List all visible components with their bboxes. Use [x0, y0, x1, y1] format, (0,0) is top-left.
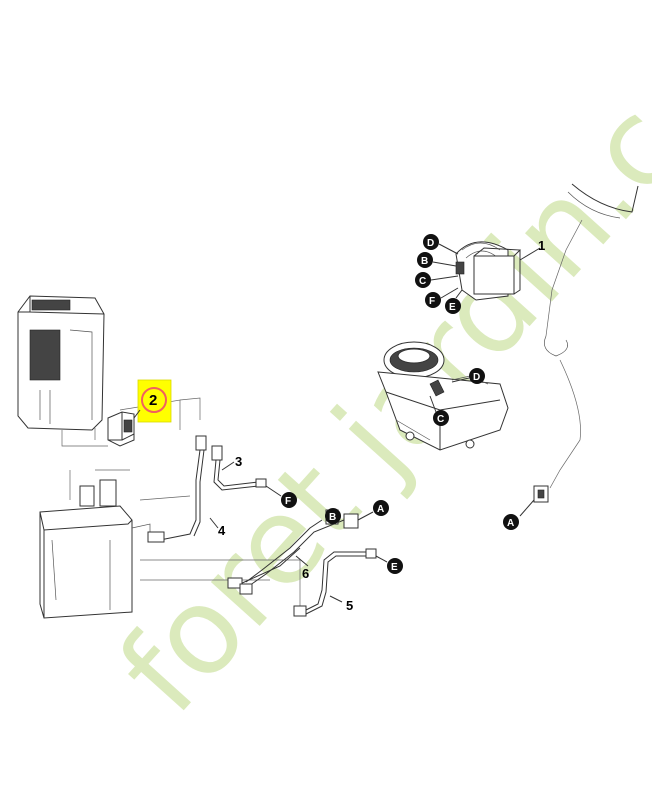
svg-text:B: B [329, 512, 336, 523]
svg-text:A: A [377, 504, 384, 515]
svg-text:C: C [437, 414, 444, 425]
tag-wire-b: B [325, 508, 341, 524]
svg-text:F: F [429, 296, 435, 307]
svg-text:C: C [419, 276, 426, 287]
tag-right-a: A [503, 514, 519, 530]
right-cable-assembly [519, 183, 639, 517]
wire-4: 4 [147, 435, 226, 543]
part-2-highlight: 2 [137, 379, 172, 423]
tag-board-c: C [429, 395, 449, 426]
tag-wire-f: F [265, 485, 297, 508]
svg-text:E: E [449, 302, 456, 313]
battery-housing [39, 479, 151, 619]
wire-3: 3 [211, 445, 267, 491]
svg-text:E: E [391, 562, 398, 573]
part-2-label: 2 [149, 392, 157, 409]
part-6-label: 6 [302, 566, 309, 581]
tag-board-d: D [451, 368, 485, 384]
part-2-connector [107, 409, 141, 447]
svg-text:B: B [421, 256, 428, 267]
svg-text:D: D [473, 372, 480, 383]
watermark: foret jardin.com [93, 0, 652, 739]
tag-motor-f: F [425, 287, 459, 308]
svg-text:D: D [427, 238, 434, 249]
part-4-label: 4 [218, 523, 226, 538]
highlight-circle [141, 387, 167, 413]
svg-text:A: A [507, 518, 514, 529]
part-5-label: 5 [346, 598, 353, 613]
tag-motor-b: B [417, 252, 457, 268]
battery-pack [17, 295, 105, 431]
part-1-label: 1 [538, 238, 545, 253]
tag-wire-e: E [375, 555, 403, 574]
watermark-text: foret jardin.com [93, 0, 652, 739]
tag-motor-d: D [423, 234, 459, 255]
tag-motor-e: E [445, 289, 463, 314]
svg-text:F: F [285, 496, 291, 507]
tag-wire-a: A [357, 500, 389, 521]
connector-tags: D B C F E D C [265, 234, 519, 574]
tag-motor-c: C [415, 272, 459, 288]
part-3-label: 3 [235, 454, 242, 469]
motor-cap-part-1: 1 [455, 238, 545, 301]
wire-5: 5 [293, 548, 377, 617]
